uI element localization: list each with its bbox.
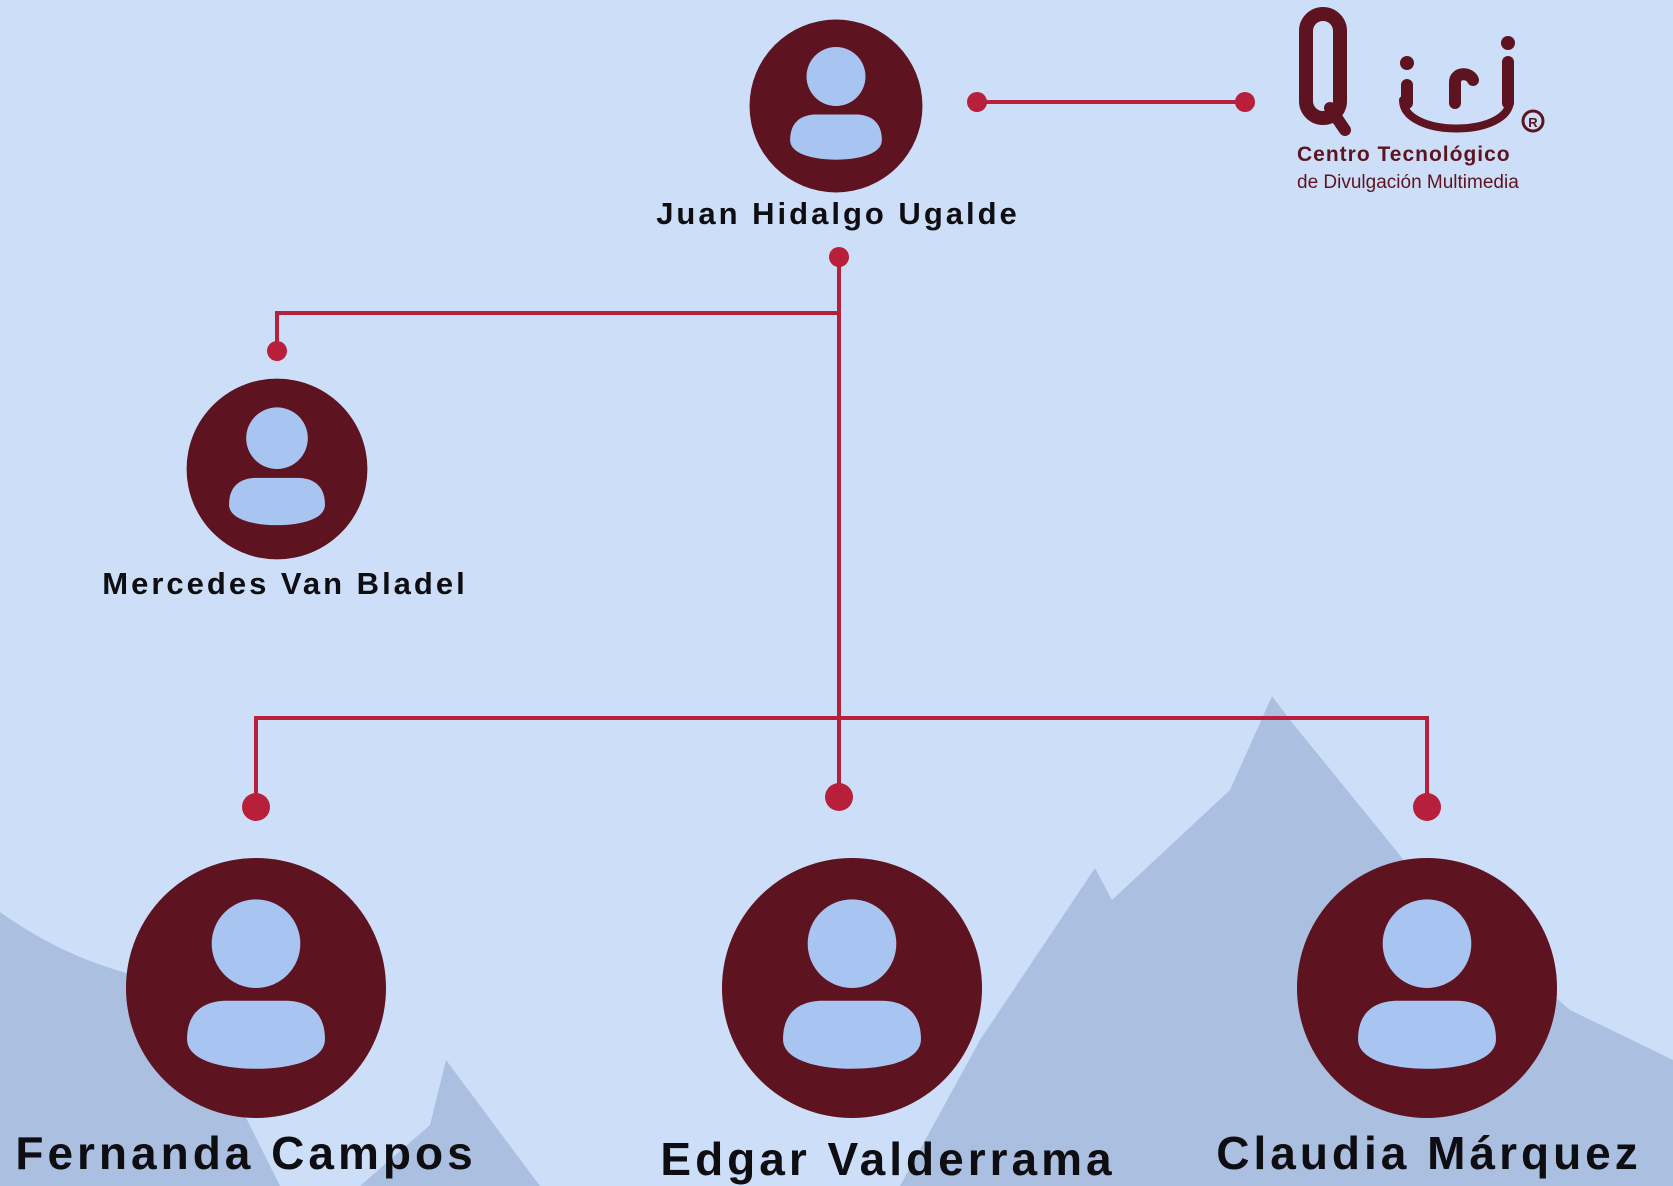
mountain-small [360,1060,540,1186]
avatar-staff-2 [721,857,983,1119]
user-avatar-icon [806,47,866,106]
connector-staff-bar [254,716,1429,805]
logo-tagline-line1: Centro Tecnológico [1297,143,1511,166]
connector-lines [254,100,1429,805]
staff-name-3: Claudia Márquez [1216,1127,1642,1179]
user-avatar-icon-body [187,1000,325,1069]
avatar-circle [1296,857,1558,1119]
logo-q-tail [1324,102,1351,136]
staff-name-2: Edgar Valderrama [660,1133,1116,1185]
logo-r-stem [1449,68,1479,109]
avatar-circle [125,857,387,1119]
avatar-circle [721,857,983,1119]
connector-dots [242,92,1441,821]
registered-icon: R [1521,109,1545,133]
connector-dot [1235,92,1255,112]
assistant-name: Mercedes Van Bladel [102,566,468,601]
avatar-staff-1 [125,857,387,1119]
logo-q-bowl [1299,7,1347,125]
avatar-circle [749,19,923,193]
connector-to-assistant [275,311,839,350]
user-avatar-icon [246,407,308,469]
user-avatar-icon-body [790,114,882,160]
user-avatar-icon [1382,899,1472,988]
staff-name-1: Fernanda Campos [15,1127,477,1179]
user-avatar-icon-body [1358,1000,1496,1069]
user-avatar-icon [211,899,301,988]
connector-dot [825,783,853,811]
connector-dot [967,92,987,112]
logo-wordmark [1299,7,1514,136]
logo-dots [1400,36,1515,70]
connector-dot [242,793,270,821]
user-avatar-icon-body [229,477,325,526]
registered-mark: R [1528,115,1538,130]
user-avatar-icon-body [783,1000,921,1069]
connector-dot [829,247,849,267]
connector-dot [1413,793,1441,821]
user-avatar-icon [807,899,897,988]
logo-i2-dot [1501,36,1515,50]
logo-smile [1399,96,1514,133]
avatar-staff-3 [1296,857,1558,1119]
registered-circle [1521,109,1545,133]
avatar-assistant [186,378,368,560]
avatar-director [749,19,923,193]
logo-i-dot [1400,56,1414,70]
director-name: Juan Hidalgo Ugalde [656,196,1020,231]
logo-tagline-line2: de Divulgación Multimedia [1297,172,1519,193]
mountain-right [900,696,1673,1186]
mountain-left [0,912,280,1186]
connector-dot [267,341,287,361]
